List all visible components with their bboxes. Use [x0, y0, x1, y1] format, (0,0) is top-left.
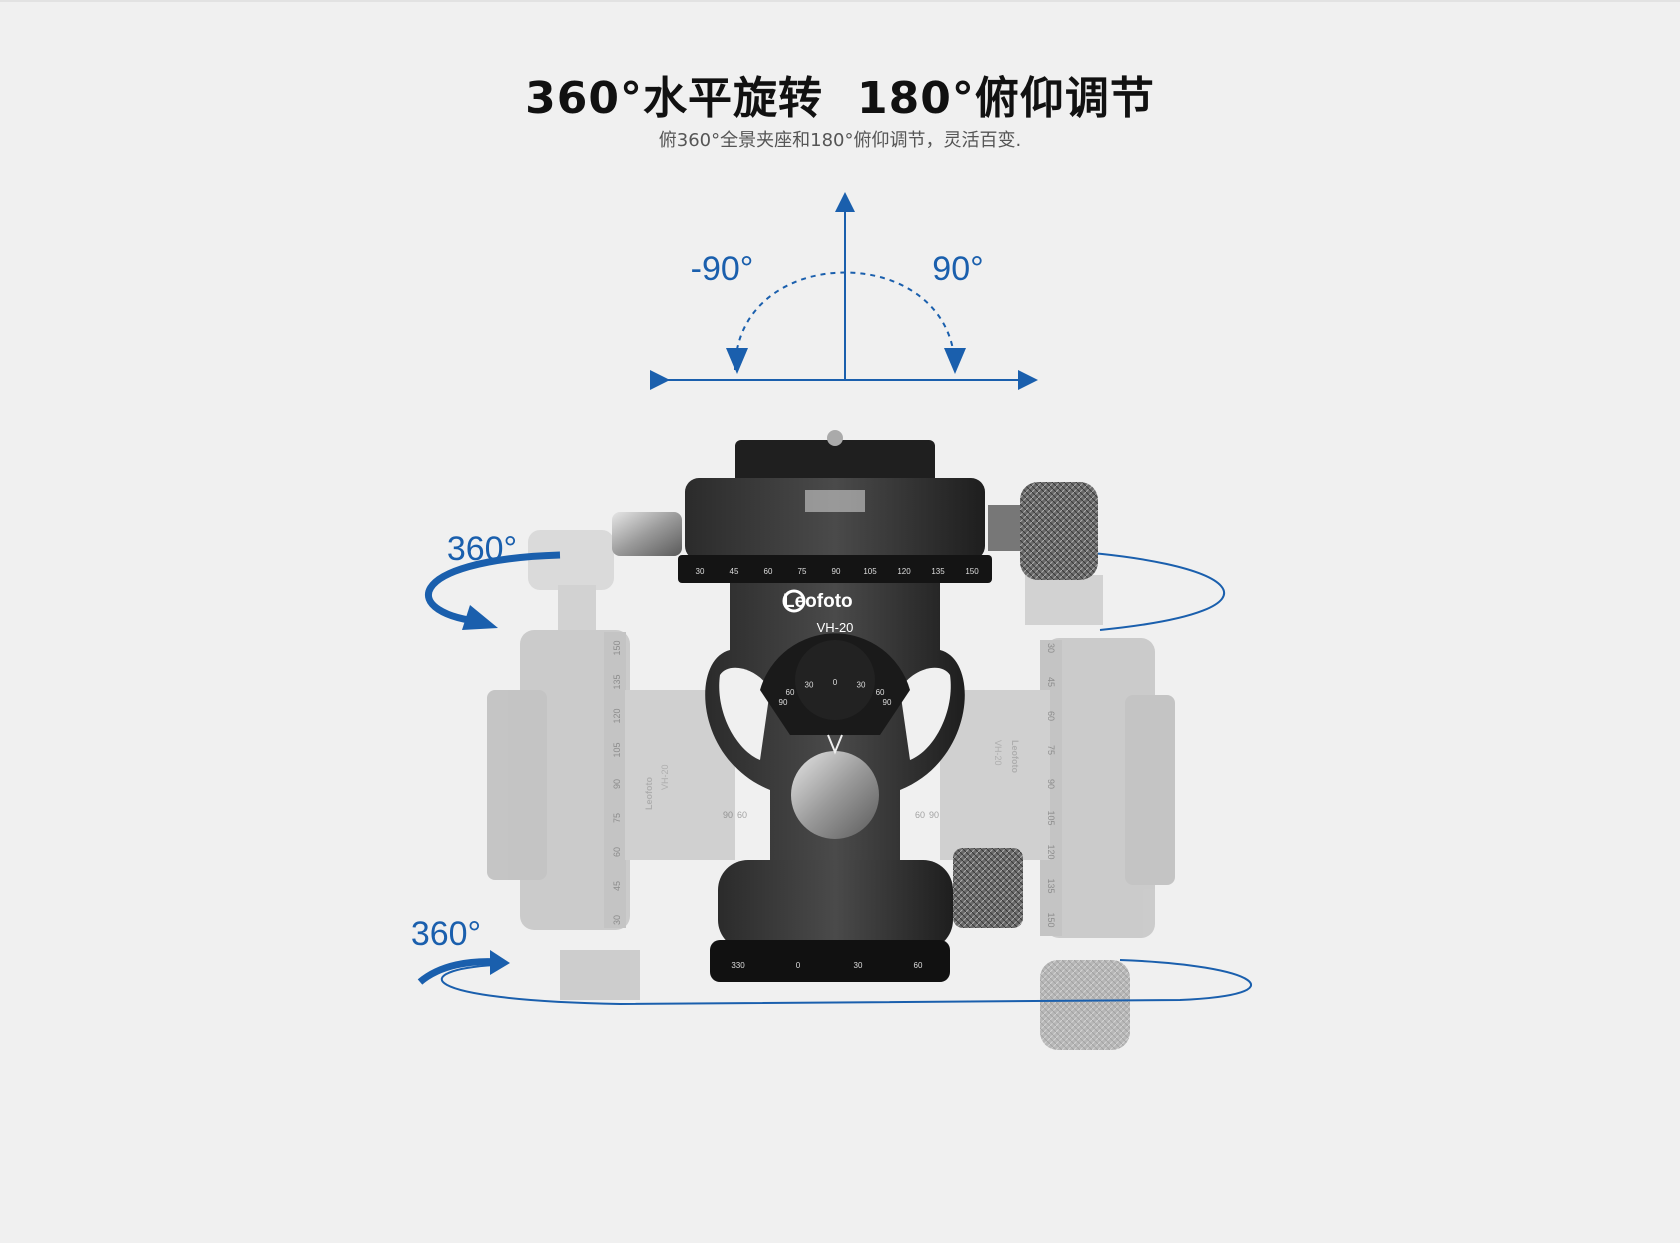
- tilt-scale-number: 90: [883, 698, 892, 707]
- ghost-scale-number: 135: [612, 674, 622, 689]
- ghost-scale-number: 120: [1046, 844, 1056, 859]
- ghost-knob-right-top: [1025, 575, 1103, 625]
- tilt-lock-knob: [791, 751, 879, 839]
- top-scale-number: 30: [696, 567, 705, 576]
- pan-top-label: 360°: [447, 530, 517, 568]
- tilt-scale-number: 0: [833, 678, 838, 687]
- ghost-scale-number: 150: [612, 640, 622, 655]
- ghost-knob-left: [528, 530, 614, 590]
- base-scale-number: 330: [731, 961, 745, 970]
- svg-text:VH-20: VH-20: [993, 740, 1003, 766]
- ghost-scale-number: 30: [612, 915, 622, 925]
- ghost-scale-number: 60: [612, 847, 622, 857]
- base-scale-ring: [710, 940, 950, 982]
- pan-arrows: 360° 360°: [411, 530, 1252, 1006]
- top-scale-number: 120: [897, 567, 911, 576]
- pan-upper-arrow-right: [1049, 549, 1225, 631]
- tilt-dial-hub: [795, 640, 875, 720]
- ghost-clamp-right: [1045, 638, 1155, 938]
- mount-screw: [827, 430, 843, 446]
- ghost-tilt-number: 60: [915, 810, 925, 820]
- svg-text:Leofoto: Leofoto: [1010, 740, 1020, 773]
- tilt-left-arrowhead: [726, 348, 748, 374]
- top-scale-number: 75: [798, 567, 807, 576]
- ghost-rotations: VH-20 Leofoto VH-20 Leofoto: [487, 530, 1175, 1050]
- ghost-scale-number: 90: [612, 779, 622, 789]
- base-lock-knob: [953, 848, 1023, 928]
- top-scale-number: 90: [832, 567, 841, 576]
- ghost-scale-right: 30 45 60 75 90 105 120 135 150: [1046, 643, 1056, 928]
- tilt-scale-number: 30: [805, 681, 814, 690]
- clamp-knob-left: [612, 512, 682, 556]
- ghost-tilt-numbers: 90 60 60 90: [723, 810, 939, 820]
- ghost-knob-left-bottom: [560, 950, 640, 1000]
- ghost-scale-left: 30 45 60 75 90 105 120 135 150: [612, 640, 622, 925]
- top-scale-number: 150: [965, 567, 979, 576]
- ghost-tilt-number: 90: [929, 810, 939, 820]
- pan-upper-arrow-left: [425, 551, 561, 626]
- pan-lower-ring: [440, 959, 1252, 1006]
- base-scale-number: 0: [796, 961, 801, 970]
- ghost-scale-number: 75: [612, 813, 622, 823]
- top-scale-numbers: 30 45 60 75 90 105 120 135 150: [696, 567, 980, 576]
- ghost-scale-number: 45: [612, 881, 622, 891]
- pan-lower-arrow: [417, 958, 501, 985]
- tilt-left-label: -90°: [691, 250, 754, 288]
- page-title: 360°水平旋转 180°俯仰调节: [0, 62, 1680, 126]
- svg-text:Leofoto: Leofoto: [644, 777, 654, 810]
- tilt-indicator-icon: [827, 734, 843, 755]
- ghost-scale-number: 150: [1046, 912, 1056, 927]
- panning-clamp: [685, 478, 985, 560]
- tilt-diagram: -90° 90°: [650, 192, 1038, 390]
- ghost-scale-number: 60: [1046, 711, 1056, 721]
- top-divider: [0, 0, 1680, 2]
- top-scale-ring: [678, 555, 992, 583]
- tilt-scale-number: 60: [786, 688, 795, 697]
- ghost-clamp-left: [520, 630, 630, 930]
- tilt-scale-number: 90: [779, 698, 788, 707]
- tilt-scale-number: 60: [876, 688, 885, 697]
- ghost-tilt-number: 60: [737, 810, 747, 820]
- base-scale-number: 60: [914, 961, 923, 970]
- top-scale-number: 60: [764, 567, 773, 576]
- ghost-knob-right-bottom: [1040, 960, 1130, 1050]
- title-tilt: 180°俯仰调节: [857, 73, 1155, 124]
- ghost-scale-number: 45: [1046, 677, 1056, 687]
- top-scale-number: 105: [863, 567, 877, 576]
- ghost-tilt-number: 90: [723, 810, 733, 820]
- panning-base: [718, 860, 953, 950]
- tilt-right-arrowhead: [944, 348, 966, 374]
- gimbal-head-product: Leofoto VH-20: [612, 430, 1098, 982]
- base-scale-numbers: 330 0 30 60: [731, 961, 923, 970]
- brand-logo: Leofoto: [783, 591, 853, 612]
- title-pan: 360°水平旋转: [525, 73, 823, 124]
- tilt-scale-number: 30: [857, 681, 866, 690]
- tilt-arc: [734, 271, 956, 371]
- top-scale-number: 135: [931, 567, 945, 576]
- ghost-scale-number: 105: [612, 742, 622, 757]
- page-subtitle: 俯360°全景夹座和180°俯仰调节，灵活百变.: [658, 130, 1022, 151]
- model-label: VH-20: [817, 620, 854, 635]
- ghost-scale-number: 30: [1046, 643, 1056, 653]
- ghost-scale-number: 75: [1046, 745, 1056, 755]
- clamp-knob-right: [1020, 482, 1098, 580]
- svg-text:VH-20: VH-20: [660, 764, 670, 790]
- brand-logo-icon: [782, 589, 806, 613]
- base-scale-number: 30: [854, 961, 863, 970]
- tilt-right-label: 90°: [932, 250, 983, 288]
- ghost-scale-number: 120: [612, 708, 622, 723]
- top-scale-number: 45: [730, 567, 739, 576]
- ghost-scale-number: 135: [1046, 878, 1056, 893]
- pan-bottom-label: 360°: [411, 915, 481, 953]
- ghost-scale-number: 90: [1046, 779, 1056, 789]
- ghost-scale-number: 105: [1046, 810, 1056, 825]
